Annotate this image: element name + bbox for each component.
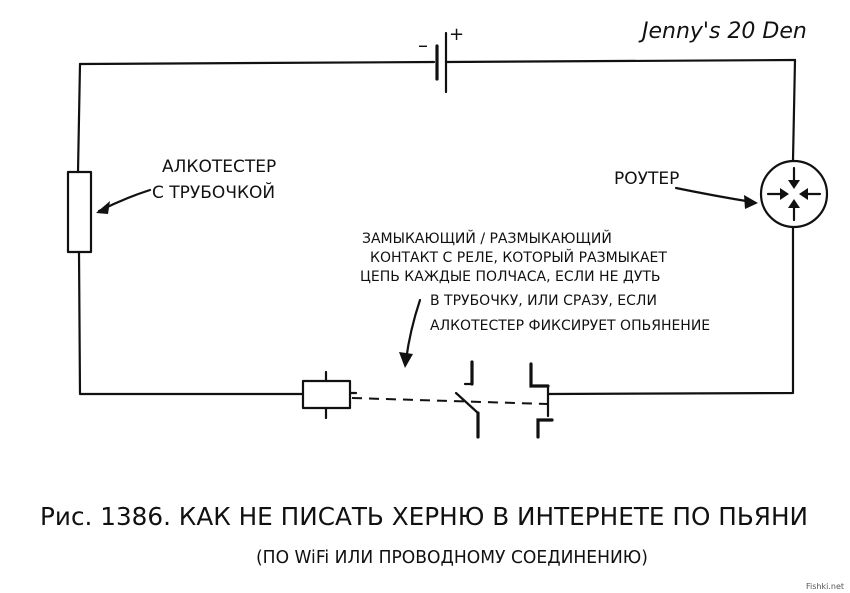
top-wire-right (444, 58, 797, 64)
breathalyzer-label-line2: С ТРУБОЧКОЙ (152, 181, 275, 203)
router-arrow (674, 186, 754, 204)
left-wire-lower (77, 250, 305, 396)
signature: Jenny's 20 Den (638, 19, 807, 44)
router-label: РОУТЕР (614, 169, 758, 209)
right-wire-upper (791, 58, 797, 162)
battery-plus-label: + (449, 24, 464, 45)
caption-sub: (ПО WiFi ИЛИ ПРОВОДНОМУ СОЕДИНЕНИЮ) (256, 547, 648, 568)
relay-label-line4: В ТРУБОЧКУ, ИЛИ СРАЗУ, ЕСЛИ (430, 293, 657, 309)
relay-coil-icon (301, 370, 352, 420)
caption-main: Рис. 1386. КАК НЕ ПИСАТЬ ХЕРНЮ В ИНТЕРНЕ… (40, 502, 808, 531)
relay-link-dashed (351, 397, 549, 405)
relay-label-line2: КОНТАКТ С РЕЛЕ, КОТОРЫЙ РАЗМЫКАЕТ (370, 248, 667, 266)
battery-minus-label: – (418, 33, 428, 57)
relay-contact-label: ЗАМЫКАЮЩИЙ / РАЗМЫКАЮЩИЙ КОНТАКТ С РЕЛЕ,… (360, 229, 710, 368)
right-wire-lower (546, 226, 795, 396)
battery-icon: – + (418, 24, 464, 94)
breathalyzer-label-line1: АЛКОТЕСТЕР (162, 157, 276, 177)
switch-open-icon (454, 360, 480, 439)
top-wire-left (78, 60, 436, 66)
router-icon (759, 159, 829, 229)
circuit-wires (76, 58, 797, 396)
breathalyzer-label: АЛКОТЕСТЕР С ТРУБОЧКОЙ (96, 157, 276, 214)
relay-label-line1: ЗАМЫКАЮЩИЙ / РАЗМЫКАЮЩИЙ (362, 229, 612, 247)
relay-label-line5: АЛКОТЕСТЕР ФИКСИРУЕТ ОПЬЯНЕНИЕ (430, 318, 710, 334)
router-label-text: РОУТЕР (614, 169, 679, 189)
left-wire-upper (76, 62, 82, 174)
relay-label-line3: ЦЕПЬ КАЖДЫЕ ПОЛЧАСА, ЕСЛИ НЕ ДУТЬ (360, 269, 661, 285)
breathalyzer-icon (66, 170, 93, 254)
relay-label-arrow (404, 298, 422, 362)
switch-closed-icon (529, 362, 554, 439)
watermark: Fishki.net (806, 582, 844, 591)
